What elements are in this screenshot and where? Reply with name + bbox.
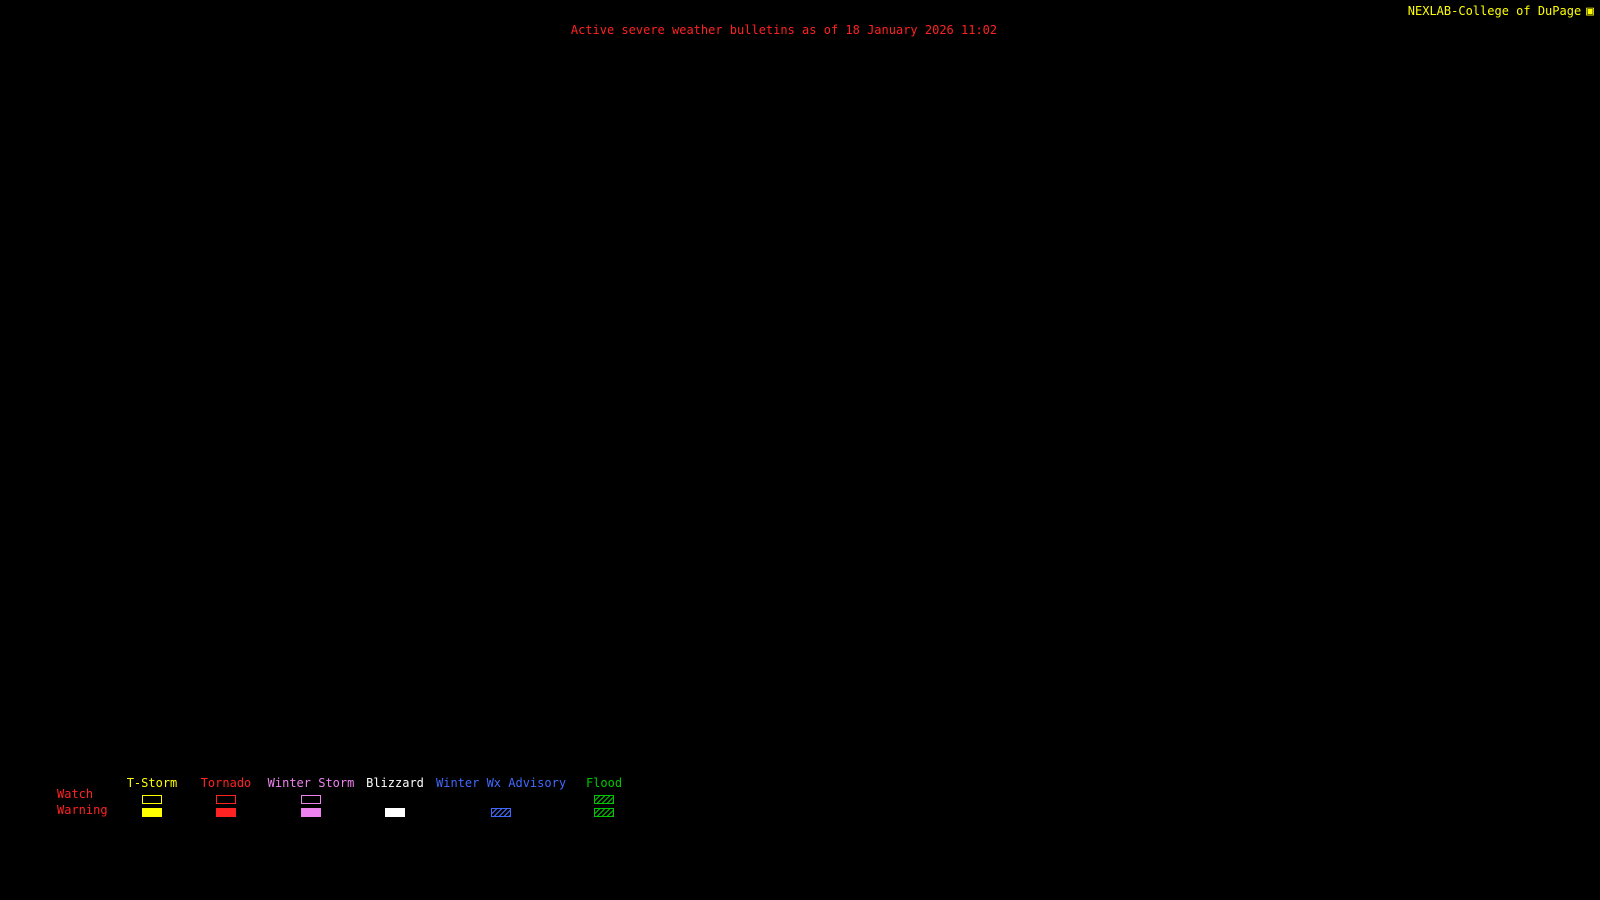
warning-swatch	[142, 808, 162, 817]
legend-watch-row-label: Watch	[57, 787, 94, 801]
warning-swatch	[385, 808, 405, 817]
legend-column-tornado: Tornado	[194, 776, 258, 817]
warning-swatch	[216, 808, 236, 817]
warning-swatch	[301, 808, 321, 817]
watch-swatch	[142, 795, 162, 804]
legend-column-label: Flood	[585, 776, 623, 790]
legend-column-winter-storm: Winter Storm	[263, 776, 359, 817]
watch-swatch	[594, 795, 614, 804]
legend: Watch Warning T-Storm Tornado Winter Sto…	[0, 776, 700, 826]
legend-column-label: T-Storm	[126, 776, 178, 790]
legend-column-flood: Flood	[572, 776, 636, 817]
bulletin-status-title: Active severe weather bulletins as of 18…	[570, 23, 998, 37]
watch-swatch	[301, 795, 321, 804]
nexlab-logo-icon: ▣	[1586, 3, 1594, 19]
legend-column-label: Winter Storm	[267, 776, 355, 790]
warning-swatch	[594, 808, 614, 817]
brand-label: NEXLAB-College of DuPage	[1407, 4, 1582, 18]
brand: NEXLAB-College of DuPage ▣	[1408, 4, 1594, 18]
legend-column-label: Winter Wx Advisory	[436, 776, 567, 790]
legend-warning-row-label: Warning	[57, 803, 108, 817]
legend-column-winter-wx-advisory: Winter Wx Advisory	[436, 776, 566, 817]
legend-column-label: Tornado	[200, 776, 252, 790]
warning-swatch	[491, 808, 511, 817]
legend-column-tstorm: T-Storm	[120, 776, 184, 817]
legend-column-blizzard: Blizzard	[363, 776, 427, 817]
watch-swatch	[216, 795, 236, 804]
legend-column-label: Blizzard	[366, 776, 424, 790]
